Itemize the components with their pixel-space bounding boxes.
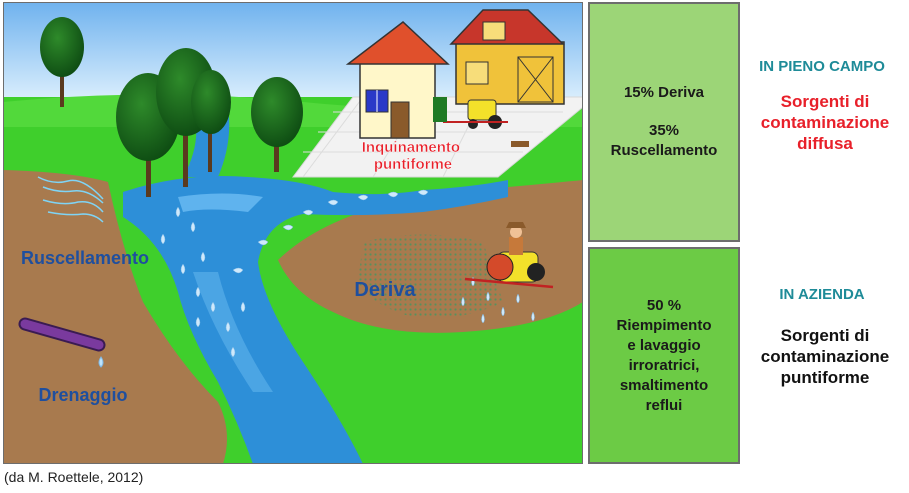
label-drift: Deriva (354, 279, 416, 301)
river (123, 176, 508, 464)
farm-percentage: 50 % (646, 296, 682, 314)
field-statistics-box: 15% Deriva 35% Ruscellamento (588, 2, 740, 242)
tree-far-left (40, 17, 84, 107)
point-sources-label: Sorgenti di contaminazione puntiforme (745, 325, 905, 388)
farm-text-line5: smaltimento (619, 376, 709, 394)
field-tractor (464, 222, 554, 289)
yard-sprayer (443, 99, 529, 147)
tree-cluster-center (116, 48, 231, 197)
citation: (da M. Roettele, 2012) (4, 469, 144, 485)
farm-text-line6: reflui (645, 396, 683, 414)
farm-text-line2: Riempimento (616, 316, 712, 334)
water-drops (160, 189, 535, 358)
barn (449, 9, 565, 105)
runoff-percentage-value: 35% (648, 122, 680, 139)
tree-right (251, 77, 303, 172)
diffuse-line1: Sorgenti di (780, 92, 870, 111)
diffuse-line2: contaminazione (760, 113, 890, 132)
diffuse-sources-label: Sorgenti di contaminazione diffusa (745, 91, 905, 154)
farmhouse (345, 21, 450, 139)
drift-percentage: 15% Deriva (623, 84, 705, 101)
point-line2: contaminazione (760, 347, 890, 366)
runoff-streaks (37, 176, 104, 223)
label-point-source: Inquinamento puntiforme (362, 139, 465, 173)
diffuse-line3: diffusa (797, 134, 853, 153)
farm-text-line4: irroratrici, (628, 356, 700, 374)
runoff-percentage-label: Ruscellamento (610, 142, 718, 159)
label-point-source-line1: Inquinamento (362, 139, 460, 156)
drift-cloud (358, 234, 503, 318)
label-drainage: Drenaggio (38, 385, 127, 405)
label-point-source-line2: puntiforme (374, 156, 452, 173)
point-line3: puntiforme (780, 368, 870, 387)
farm-text-line3: e lavaggio (627, 336, 701, 354)
farm-statistics-box: 50 % Riempimento e lavaggio irroratrici,… (588, 247, 740, 464)
heading-in-field: IN PIENO CAMPO (759, 58, 885, 75)
pollution-scene-illustration: Inquinamento puntiforme Ruscellamento De… (3, 2, 583, 464)
heading-in-farm: IN AZIENDA (779, 286, 865, 303)
drain-pipe (18, 317, 106, 368)
left-soil (3, 170, 227, 464)
label-runoff: Ruscellamento (21, 248, 149, 268)
point-line1: Sorgenti di (780, 326, 870, 345)
